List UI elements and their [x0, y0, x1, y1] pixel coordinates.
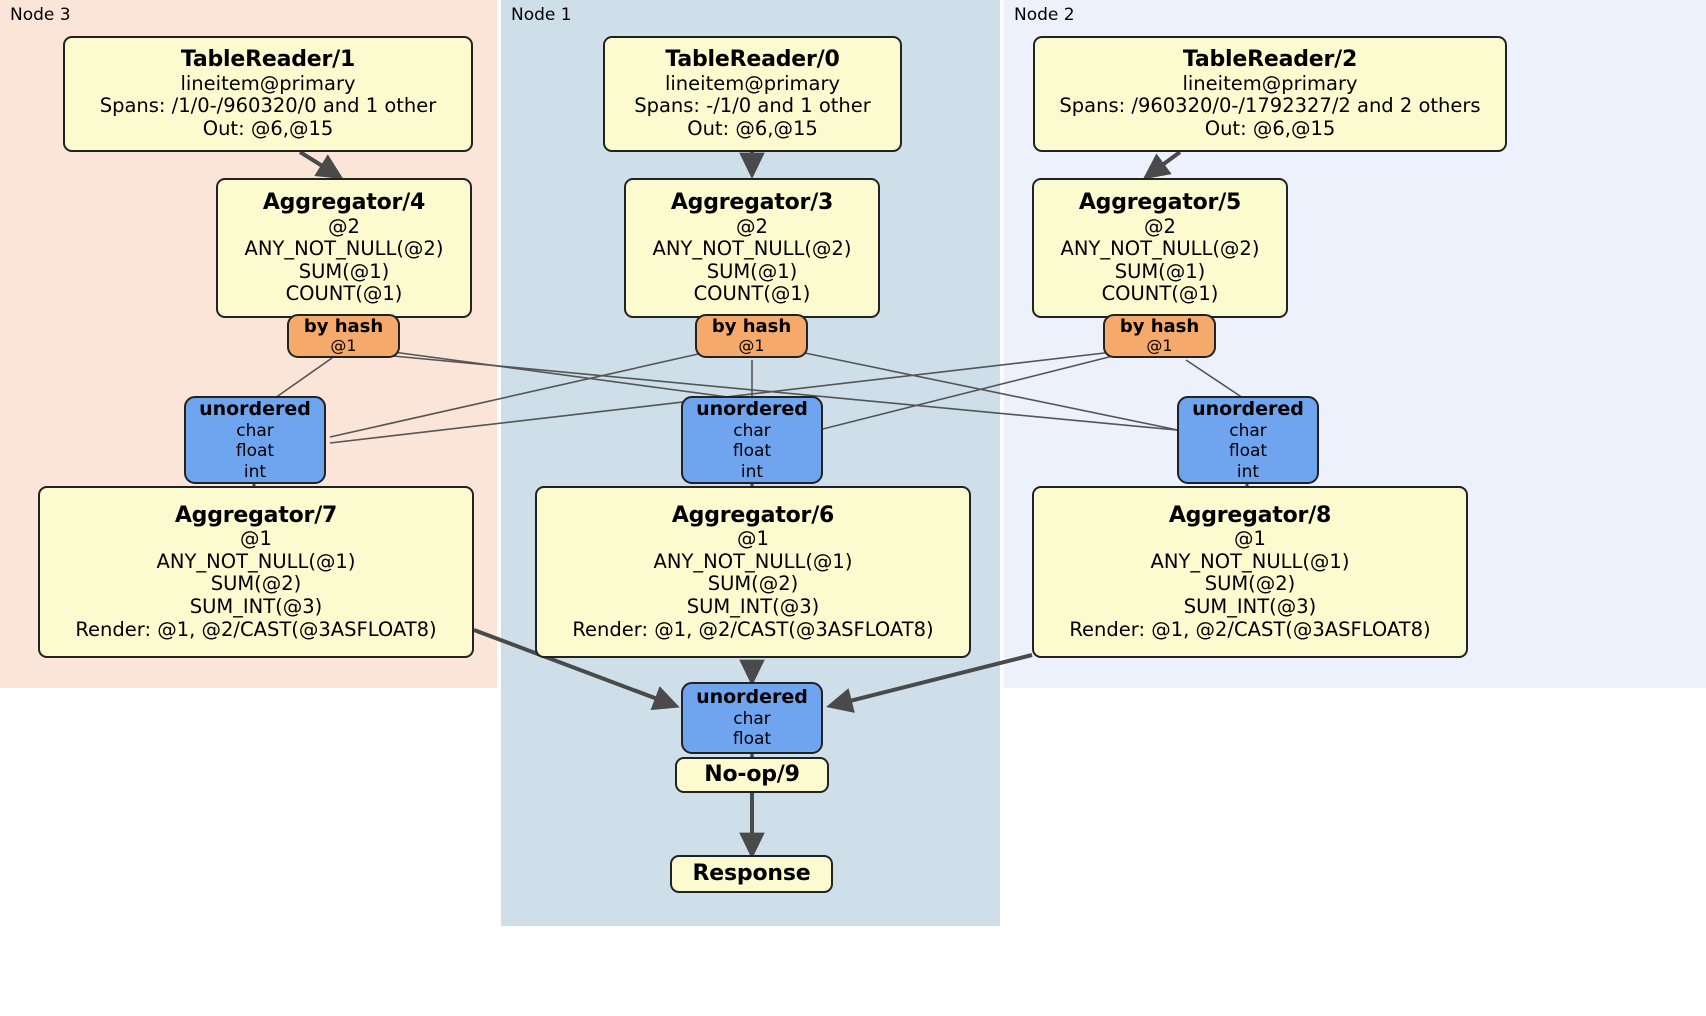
processor-detail-line: @1: [737, 527, 769, 551]
processor-detail-line: ANY_NOT_NULL(@2): [1060, 237, 1260, 261]
node-panel-label-node1: Node 1: [511, 5, 572, 25]
router-detail: @1: [330, 336, 357, 356]
processor-detail-line: COUNT(@1): [1101, 282, 1219, 306]
processor-detail-line: SUM(@1): [298, 259, 390, 283]
processor-detail-line: ANY_NOT_NULL(@2): [652, 237, 852, 261]
processor-detail-line: @2: [328, 214, 360, 238]
router-title: by hash: [711, 315, 792, 337]
processor-table-reader-2[interactable]: TableReader/2 lineitem@primary Spans: /9…: [1033, 36, 1507, 152]
processor-title: Response: [692, 861, 811, 887]
synchronizer-type: int: [243, 461, 267, 482]
synchronizer-unordered-node3[interactable]: unordered char float int: [184, 396, 326, 484]
processor-title: TableReader/1: [180, 47, 356, 73]
processor-detail-line: Spans: -/1/0 and 1 other: [634, 94, 871, 118]
processor-detail-line: ANY_NOT_NULL(@2): [244, 237, 444, 261]
synchronizer-title: unordered: [696, 398, 808, 421]
processor-detail-line: SUM_INT(@3): [686, 595, 820, 619]
synchronizer-unordered-final[interactable]: unordered char float: [681, 682, 823, 754]
processor-title: No-op/9: [704, 762, 800, 788]
processor-title: TableReader/2: [1182, 47, 1358, 73]
processor-detail-line: @2: [1144, 214, 1176, 238]
synchronizer-type: char: [236, 420, 274, 441]
node-panel-label-node2: Node 2: [1014, 5, 1075, 25]
processor-detail-line: COUNT(@1): [693, 282, 811, 306]
processor-title: Aggregator/8: [1168, 502, 1332, 528]
router-detail: @1: [738, 336, 765, 356]
processor-table-reader-0[interactable]: TableReader/0 lineitem@primary Spans: -/…: [603, 36, 902, 152]
processor-title: TableReader/0: [665, 47, 840, 73]
processor-aggregator-3[interactable]: Aggregator/3 @2 ANY_NOT_NULL(@2) SUM(@1)…: [624, 178, 880, 318]
synchronizer-type: float: [235, 441, 275, 462]
processor-aggregator-7[interactable]: Aggregator/7 @1 ANY_NOT_NULL(@1) SUM(@2)…: [38, 486, 474, 658]
processor-aggregator-4[interactable]: Aggregator/4 @2 ANY_NOT_NULL(@2) SUM(@1)…: [216, 178, 472, 318]
synchronizer-type: float: [732, 729, 772, 750]
processor-detail-line: ANY_NOT_NULL(@1): [156, 549, 356, 573]
synchronizer-unordered-node2[interactable]: unordered char float int: [1177, 396, 1319, 484]
synchronizer-title: unordered: [696, 686, 808, 709]
processor-aggregator-8[interactable]: Aggregator/8 @1 ANY_NOT_NULL(@1) SUM(@2)…: [1032, 486, 1468, 658]
synchronizer-type: char: [733, 420, 771, 441]
router-title: by hash: [1119, 315, 1200, 337]
processor-detail-line: SUM(@2): [707, 572, 799, 596]
synchronizer-type: int: [1236, 461, 1260, 482]
processor-title: Aggregator/3: [670, 190, 834, 216]
router-title: by hash: [303, 315, 384, 337]
processor-title: Aggregator/6: [671, 502, 835, 528]
processor-detail-line: SUM(@1): [1114, 259, 1206, 283]
router-by-hash-node3[interactable]: by hash @1: [287, 314, 400, 358]
processor-detail-line: SUM_INT(@3): [1183, 595, 1317, 619]
processor-title: Aggregator/5: [1078, 190, 1242, 216]
processor-detail-line: ANY_NOT_NULL(@1): [653, 549, 853, 573]
processor-detail-line: SUM(@2): [1204, 572, 1296, 596]
router-by-hash-node1[interactable]: by hash @1: [695, 314, 808, 358]
processor-detail-line: SUM(@1): [706, 259, 798, 283]
processor-detail-line: @1: [1234, 527, 1266, 551]
processor-detail-line: Spans: /1/0-/960320/0 and 1 other: [99, 94, 437, 118]
processor-detail-line: COUNT(@1): [285, 282, 403, 306]
processor-detail-line: @1: [240, 527, 272, 551]
synchronizer-title: unordered: [199, 398, 311, 421]
synchronizer-unordered-node1[interactable]: unordered char float int: [681, 396, 823, 484]
router-detail: @1: [1146, 336, 1173, 356]
processor-table-reader-1[interactable]: TableReader/1 lineitem@primary Spans: /1…: [63, 36, 473, 152]
synchronizer-title: unordered: [1192, 398, 1304, 421]
processor-title: Aggregator/4: [262, 190, 426, 216]
synchronizer-type: char: [733, 709, 771, 729]
processor-title: Aggregator/7: [174, 502, 338, 528]
synchronizer-type: float: [1228, 441, 1268, 462]
processor-render-line: Render: @1, @2/CAST(@3ASFLOAT8): [572, 617, 934, 641]
node-panel-label-node3: Node 3: [10, 5, 71, 25]
processor-aggregator-6[interactable]: Aggregator/6 @1 ANY_NOT_NULL(@1) SUM(@2)…: [535, 486, 971, 658]
processor-detail-line: ANY_NOT_NULL(@1): [1150, 549, 1350, 573]
processor-noop-9[interactable]: No-op/9: [675, 757, 829, 793]
processor-detail-line: Spans: /960320/0-/1792327/2 and 2 others: [1059, 94, 1481, 118]
processor-detail-line: lineitem@primary: [1182, 71, 1358, 95]
processor-response[interactable]: Response: [670, 855, 833, 893]
processor-aggregator-5[interactable]: Aggregator/5 @2 ANY_NOT_NULL(@2) SUM(@1)…: [1032, 178, 1288, 318]
processor-detail-line: Out: @6,@15: [1204, 117, 1336, 141]
processor-detail-line: Out: @6,@15: [687, 117, 818, 141]
processor-render-line: Render: @1, @2/CAST(@3ASFLOAT8): [1069, 617, 1431, 641]
processor-detail-line: SUM_INT(@3): [189, 595, 323, 619]
synchronizer-type: float: [732, 441, 772, 462]
router-by-hash-node2[interactable]: by hash @1: [1103, 314, 1216, 358]
synchronizer-type: char: [1229, 420, 1267, 441]
processor-detail-line: SUM(@2): [210, 572, 302, 596]
synchronizer-type: int: [740, 461, 764, 482]
processor-detail-line: Out: @6,@15: [202, 117, 334, 141]
processor-render-line: Render: @1, @2/CAST(@3ASFLOAT8): [75, 617, 437, 641]
processor-detail-line: lineitem@primary: [180, 71, 356, 95]
processor-detail-line: @2: [736, 214, 768, 238]
processor-detail-line: lineitem@primary: [664, 71, 841, 95]
